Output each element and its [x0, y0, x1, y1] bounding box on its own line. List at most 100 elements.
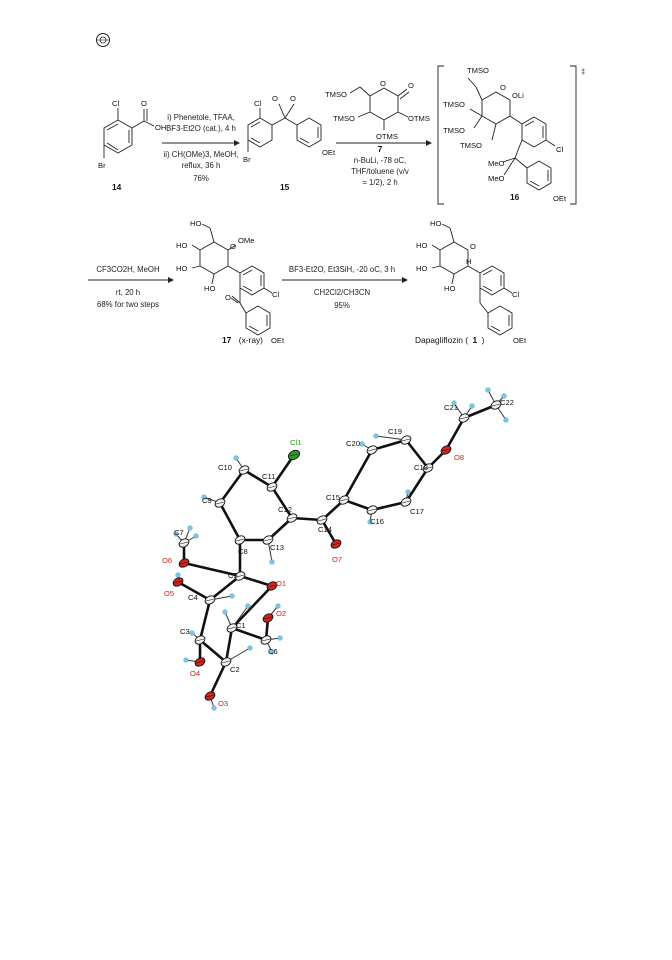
dapagliflozin-close: )	[482, 335, 485, 345]
ethoxy-label: OEt	[553, 194, 567, 203]
hydroxyl-label-6: HO	[190, 219, 201, 228]
lactone-o-label: O	[408, 81, 414, 90]
step4-cond-1: CH2Cl2/CH3CN	[314, 288, 370, 297]
ortep-bond-c16-c17	[370, 500, 408, 512]
ortep-atom-axis	[401, 500, 411, 504]
ortep-label-c8: C8	[238, 547, 248, 556]
ortep-hydrogen-atom	[175, 572, 181, 578]
olithium-label: OLi	[512, 91, 524, 100]
ortep-atom-axis	[267, 584, 277, 588]
ortep-label-c9: C9	[202, 496, 212, 505]
ortep-atom-axis	[221, 660, 231, 664]
ortep-bond-c18-c19	[404, 438, 430, 470]
hydroxyl-label-3: HO	[416, 264, 427, 273]
ortep-atom-axis	[367, 448, 377, 452]
ortep-hydrogen-atom	[201, 494, 207, 500]
step3-cond-2: 68% for two steps	[97, 300, 159, 309]
ortep-bond-c8-c9	[218, 501, 242, 542]
ortep-hydrogen-atom	[359, 441, 365, 447]
ortep-label-o4: O4	[190, 669, 200, 678]
ortep-hydrogen-atom	[277, 635, 283, 641]
hydroxyl-label-2: HO	[444, 284, 455, 293]
ortep-bond-c3-c4	[198, 598, 212, 642]
ortep-atom-axis	[205, 694, 215, 698]
step4-cond-2: 95%	[334, 301, 350, 310]
ortep-hydrogen-atom	[233, 455, 239, 461]
ortep-atom-axis	[441, 448, 451, 452]
ortep-label-o8: O8	[454, 453, 464, 462]
ortep-atom-axis	[239, 468, 249, 472]
ortep-hydrogen-atom	[183, 657, 189, 663]
ortep-hydrogen-atom	[187, 525, 193, 531]
ortep-bond-c4-c5	[208, 574, 242, 602]
ortep-atom-axis	[459, 416, 469, 420]
ortep-bond-c10-c11	[242, 468, 274, 489]
ortep-hydrogen-atom	[469, 403, 475, 409]
compound-17-note: (x-ray)	[239, 335, 263, 345]
ortep-label-c16: C16	[370, 517, 384, 526]
ethoxy-label: OEt	[513, 336, 527, 345]
methoxy-o-label-2: O	[290, 94, 296, 103]
compound-7-structure: O O TMSO TMSO OTMS OTMS	[325, 79, 430, 141]
tmso-label-1: TMSO	[467, 66, 489, 75]
tmso-label-2: TMSO	[333, 114, 355, 123]
step1-cond-5: 76%	[193, 174, 209, 183]
ortep-hydrogen-atom	[501, 393, 507, 399]
ortep-label-o6: O6	[162, 556, 172, 565]
ortep-atom-axis	[195, 638, 205, 642]
ortep-atom-axis	[331, 542, 341, 546]
ortep-label-c6: C6	[268, 647, 278, 656]
ortep-hydrogen-atom	[211, 705, 217, 711]
ortep-label-c17: C17	[410, 507, 424, 516]
ortep-label-o5: O5	[164, 589, 174, 598]
ortep-hydrogen-atom	[405, 489, 411, 495]
ring-o-label: O	[380, 79, 386, 88]
ortep-atom-axis	[195, 660, 205, 664]
step2-cond-2: THF/toluene (v/v	[351, 167, 409, 176]
ortep-hydrogen-atom	[367, 519, 373, 525]
ortep-label-c10: C10	[218, 463, 232, 472]
ortep-bond-c4-o5	[176, 580, 212, 602]
ortep-bond-c1-c6	[230, 626, 268, 642]
ortep-atom-axis	[289, 453, 299, 457]
compound-14-structure: Cl O OH Br 14	[98, 99, 166, 192]
step4-arrow: BF3-Et2O, Et3SiH, -20 oC, 3 h CH2Cl2/CH3…	[282, 265, 408, 310]
ortep-hydrogen-atom	[193, 533, 199, 539]
ortep-bond-o1-c1	[230, 584, 274, 630]
hydroxyl-label: OH	[155, 123, 166, 132]
step1-cond-2: BF3-Et2O (cat.), 4 h	[166, 124, 236, 133]
chloro-label: Cl	[254, 99, 261, 108]
ortep-hydrogen-atom	[485, 387, 491, 393]
journal-logo-icon	[96, 33, 110, 47]
methoxy-label-1: MeO	[488, 159, 505, 168]
ortep-atom-axis	[173, 580, 183, 584]
bromo-label: Br	[98, 161, 106, 170]
ring-o-label: O	[470, 242, 476, 251]
step3-cond-top: CF3CO2H, MeOH	[96, 265, 159, 274]
otms-label-1: OTMS	[408, 114, 430, 123]
compound-16-structure: ‡ TMSO TMSO TMSO TMSO OLi O Cl MeO MeO O…	[437, 65, 585, 205]
ring-o-label: O	[230, 242, 236, 251]
step3-cond-1: rt, 20 h	[116, 288, 140, 297]
tmso-label-4: TMSO	[460, 141, 482, 150]
step2-arrow: 7 n-BuLi, -78 oC, THF/toluene (v/v = 1/2…	[336, 140, 432, 187]
ortep-hydrogen-atom	[247, 645, 253, 651]
step1-cond-1: i) Phenetole, TFAA,	[167, 113, 234, 122]
ortep-atom-axis	[235, 574, 245, 578]
tmso-label-1: TMSO	[325, 90, 347, 99]
compound-15-label: 15	[280, 182, 290, 192]
ortep-label-c1: C1	[236, 621, 246, 630]
ortep-hydrogen-atom	[189, 630, 195, 636]
crystal-structure-ortep: C1C2C3C4C5C6C7C8C9C10C11C12C13C14C15C16C…	[162, 387, 514, 711]
ortep-label-c2: C2	[230, 665, 240, 674]
hydroxyl-label-6: HO	[430, 219, 441, 228]
methoxy-label-2: MeO	[488, 174, 505, 183]
ortep-atom-axis	[401, 438, 411, 442]
ethoxy-label: OEt	[322, 148, 336, 157]
ortep-hydrogen-atom	[173, 531, 179, 537]
ortep-label-o1: O1	[276, 579, 286, 588]
dapagliflozin-name: Dapagliflozin (	[415, 335, 468, 345]
ortep-label-cl1: Cl1	[290, 438, 301, 447]
step3-arrow: CF3CO2H, MeOH rt, 20 h 68% for two steps	[88, 265, 174, 309]
